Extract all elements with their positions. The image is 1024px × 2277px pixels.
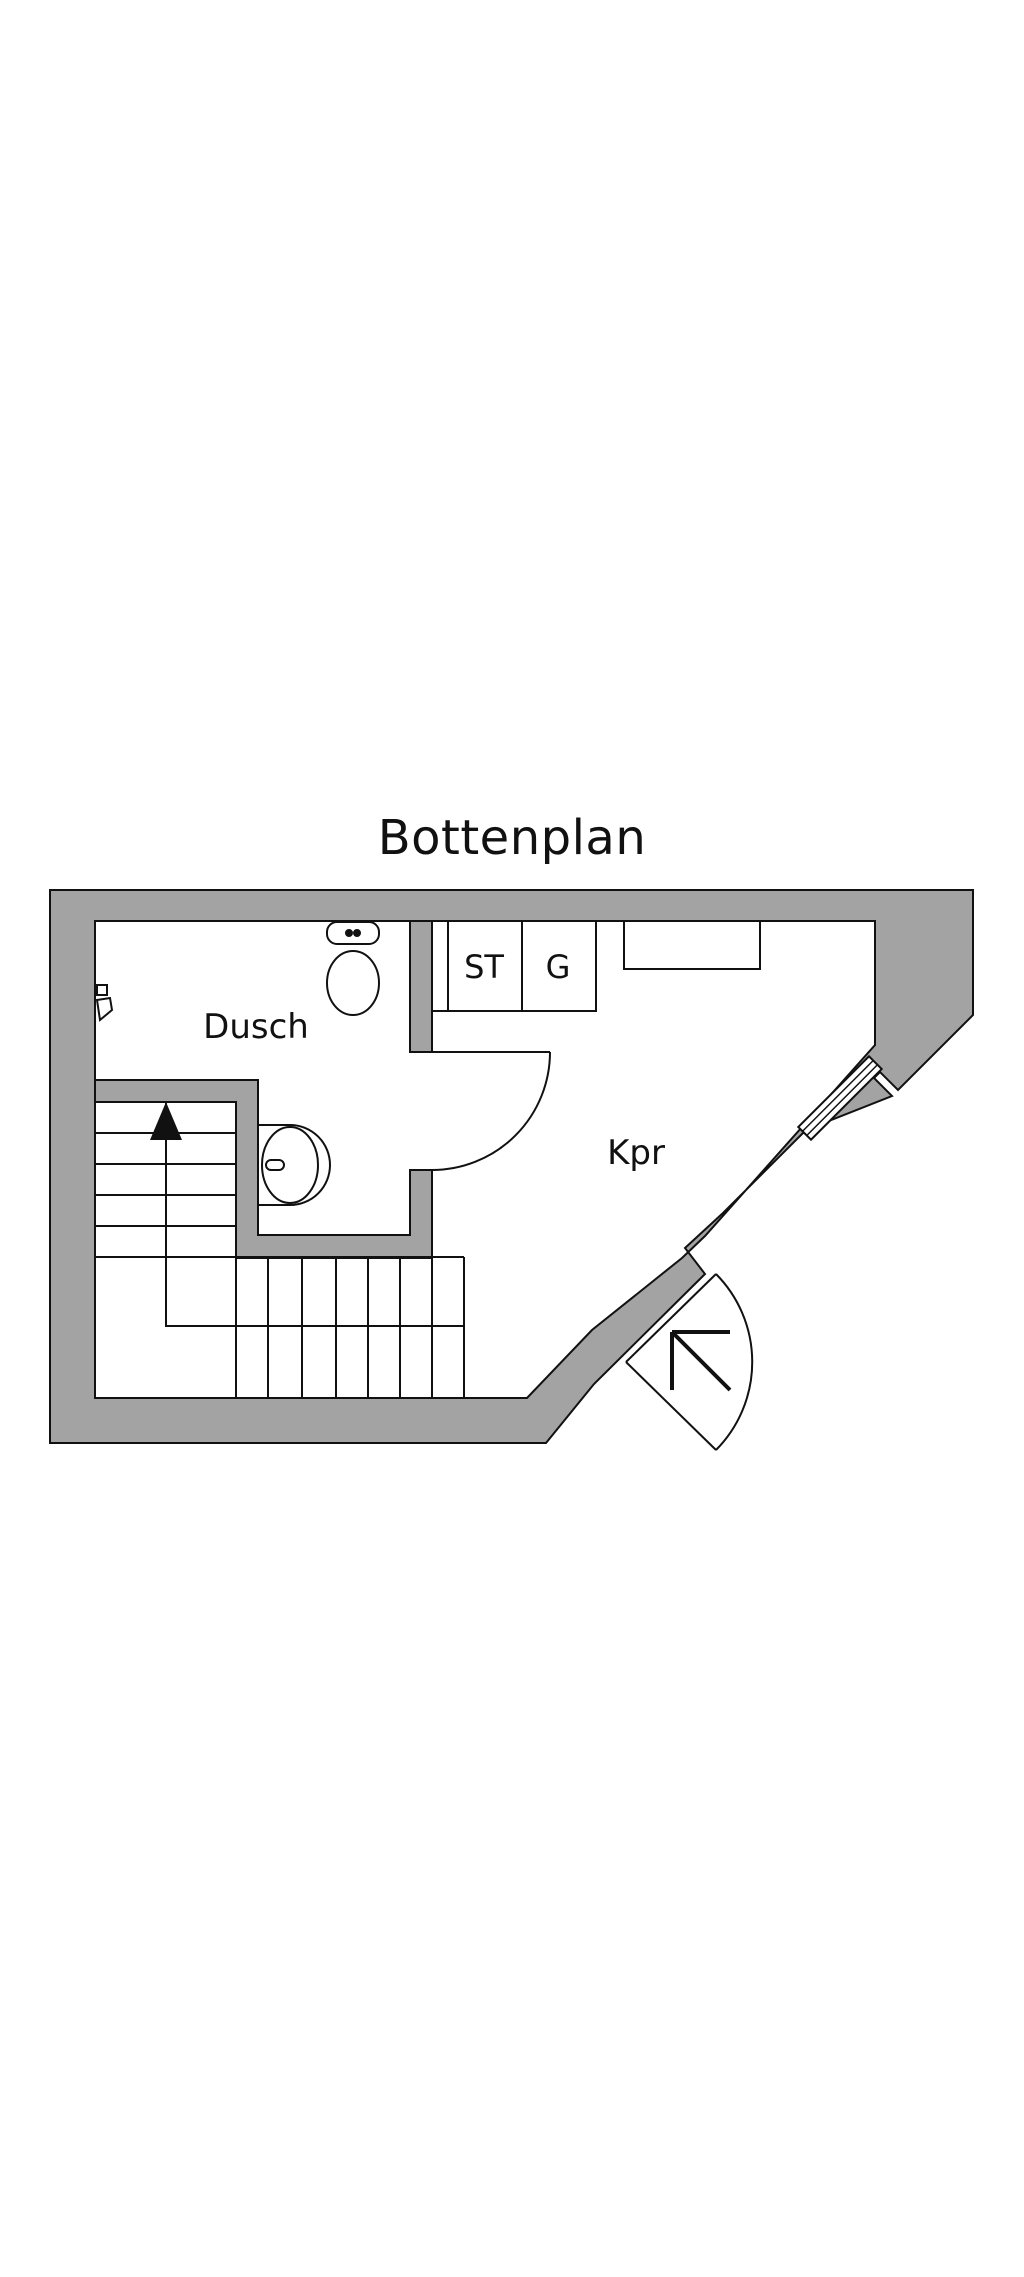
entrance-arrow-icon	[670, 1330, 732, 1392]
plan-title: Bottenplan	[377, 810, 647, 866]
partition-wall	[94, 1079, 433, 1259]
cabinets	[431, 920, 597, 1012]
shower-head-icon	[95, 984, 114, 1022]
shower-door	[431, 1051, 551, 1171]
sink-icon	[258, 1124, 331, 1206]
toilet-icon	[326, 921, 380, 1016]
cabinet-label-g: G	[546, 948, 571, 986]
cabinet-label-st: ST	[464, 948, 504, 986]
staircase	[94, 1101, 465, 1398]
exterior-wall	[49, 889, 974, 1444]
entrance-door	[625, 1273, 754, 1451]
room-label-hall: Kpr	[607, 1133, 665, 1173]
partition-wall-upper	[409, 920, 433, 1053]
window	[796, 1054, 884, 1142]
stair-direction-arrow-icon	[150, 1102, 182, 1140]
shelf	[623, 920, 761, 970]
walls	[49, 889, 974, 1444]
room-label-shower: Dusch	[203, 1007, 309, 1047]
